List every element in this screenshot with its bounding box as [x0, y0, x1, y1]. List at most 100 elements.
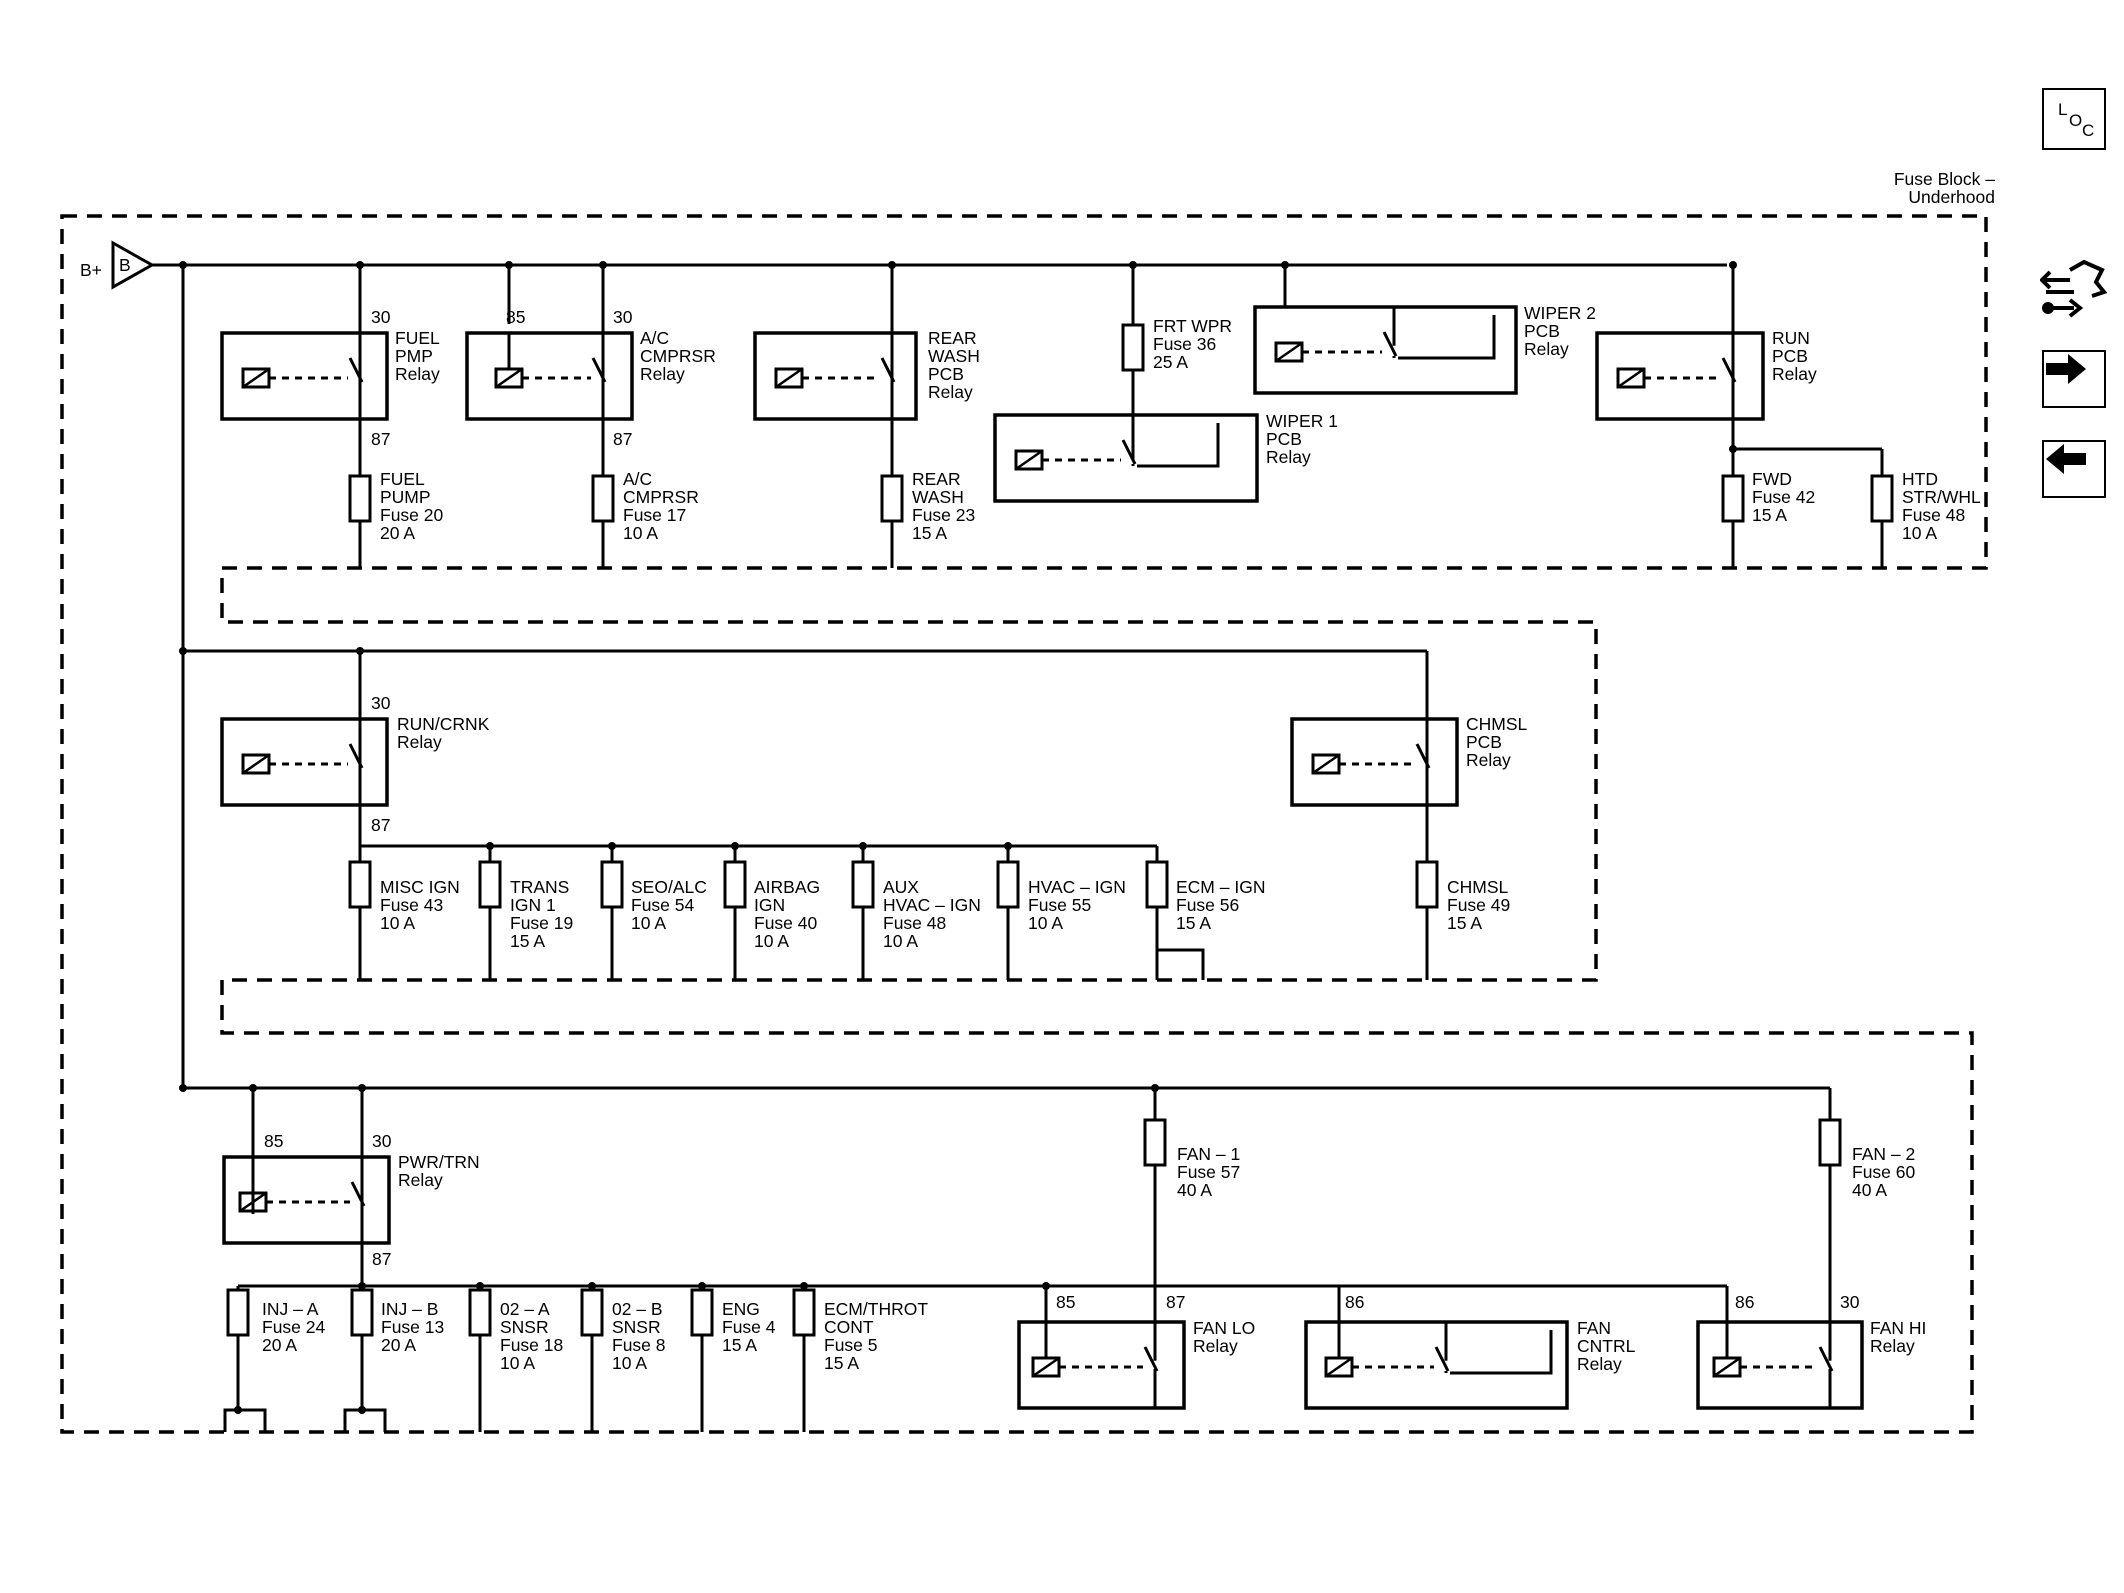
fuse-label: 10 A	[380, 913, 415, 933]
junction-dot	[731, 842, 739, 850]
fuse-label: 15 A	[722, 1335, 757, 1355]
loc-letter-c: C	[2082, 121, 2095, 140]
fuse-label: 40 A	[1177, 1180, 1212, 1200]
fuse-label: Fuse 48	[1902, 505, 1965, 525]
connector-tools-icon[interactable]	[2040, 252, 2110, 326]
fuse-label: Fuse 13	[381, 1317, 444, 1337]
junction-dot	[1129, 261, 1137, 269]
relay-label: A/C	[640, 328, 669, 348]
fuse-fuse-8	[580, 1288, 604, 1337]
relay-label: WIPER 2	[1524, 303, 1596, 323]
fuse-label: Fuse 17	[623, 505, 686, 525]
relay-fuel-pmp	[220, 331, 389, 421]
fuse-label: 25 A	[1153, 352, 1188, 372]
fuse-label: 10 A	[623, 523, 658, 543]
relay-label: Relay	[1524, 339, 1569, 359]
pin-label: 86	[1735, 1292, 1754, 1312]
fuse-label: HTD	[1902, 469, 1938, 489]
fuse-label: CONT	[824, 1317, 874, 1337]
relay-label: REAR	[928, 328, 977, 348]
junction-dot	[358, 1084, 366, 1092]
fuse-label: ENG	[722, 1299, 760, 1319]
fuse-label: Fuse 40	[754, 913, 817, 933]
fuse-label: INJ – A	[262, 1299, 319, 1319]
relay-label: Relay	[398, 1170, 443, 1190]
junction-dot	[234, 1406, 242, 1414]
previous-page-button[interactable]	[2042, 440, 2106, 498]
fuse-fuse-36	[1121, 323, 1145, 372]
pin-label: 87	[613, 429, 632, 449]
fuse-label: 10 A	[754, 931, 789, 951]
fuse-label: FAN – 1	[1177, 1144, 1240, 1164]
relay-label: RUN	[1772, 328, 1810, 348]
fuse-label: FAN – 2	[1852, 1144, 1915, 1164]
fuse-label: Fuse 48	[883, 913, 946, 933]
fuse-label: Fuse 55	[1028, 895, 1091, 915]
relay-label: WASH	[928, 346, 980, 366]
next-page-button[interactable]	[2042, 350, 2106, 408]
loc-letter-l: L	[2058, 100, 2068, 119]
junction-dot	[698, 1282, 706, 1290]
relay-rear-wash	[753, 331, 918, 421]
junction-dot	[859, 842, 867, 850]
relay-label: PMP	[395, 346, 433, 366]
fuse-label: Fuse 18	[500, 1335, 563, 1355]
pin-label: 30	[372, 1131, 392, 1151]
relay-label: Relay	[1870, 1336, 1915, 1356]
fuse-label: Fuse 19	[510, 913, 573, 933]
junction-dot	[1004, 842, 1012, 850]
fuse-label: Fuse 4	[722, 1317, 776, 1337]
location-button[interactable]: L O C	[2042, 88, 2106, 150]
arrow-left-icon	[2046, 444, 2086, 474]
fuse-label: 15 A	[1447, 913, 1482, 933]
relay-label: PCB	[1772, 346, 1808, 366]
relay-fan-cntrl	[1304, 1320, 1569, 1410]
fuse-label: Fuse 24	[262, 1317, 325, 1337]
relay-label: FAN	[1577, 1318, 1611, 1338]
fuse-label: 20 A	[380, 523, 415, 543]
fuse-label: Fuse 54	[631, 895, 694, 915]
fuse-label: MISC IGN	[380, 877, 460, 897]
fuse-label: 10 A	[631, 913, 666, 933]
fuse-label: HVAC – IGN	[883, 895, 981, 915]
relay-label: CMPRSR	[640, 346, 716, 366]
fuse-fuse-49	[1415, 860, 1439, 909]
relay-label: Relay	[397, 732, 442, 752]
arrow-right-icon	[2046, 354, 2086, 384]
pin-label: 30	[371, 307, 391, 327]
fuse-label: FUEL	[380, 469, 425, 489]
fuse-label: A/C	[623, 469, 652, 489]
fuse-label: IGN 1	[510, 895, 556, 915]
fuse-fuse-23	[880, 474, 904, 523]
fuse-label: STR/WHL	[1902, 487, 1981, 507]
junction-dot	[486, 842, 494, 850]
junction-dot	[1729, 261, 1737, 269]
junction-dot	[358, 1406, 366, 1414]
fuse-label: PUMP	[380, 487, 431, 507]
pin-label: 30	[1840, 1292, 1860, 1312]
fuse-label: 10 A	[1902, 523, 1937, 543]
fuse-fuse-54	[600, 860, 624, 909]
junction-dot	[356, 261, 364, 269]
junction-dot	[888, 261, 896, 269]
source-symbol: B+	[80, 260, 102, 280]
fuse-fuse-4	[690, 1288, 714, 1337]
junction-dot	[476, 1282, 484, 1290]
fuse-label: 20 A	[381, 1335, 416, 1355]
junction-dot	[356, 647, 364, 655]
relay-label: PCB	[1524, 321, 1560, 341]
relay-label: PCB	[928, 364, 964, 384]
fuse-label: HVAC – IGN	[1028, 877, 1126, 897]
fuse-label: 02 – A	[500, 1299, 550, 1319]
pin-label: 85	[1056, 1292, 1075, 1312]
fuse-label: SNSR	[500, 1317, 549, 1337]
junction-dot	[179, 261, 187, 269]
fuse-fuse-5	[792, 1288, 816, 1337]
relay-label: WIPER 1	[1266, 411, 1338, 431]
pin-label: 86	[1345, 1292, 1364, 1312]
pin-label: 87	[371, 815, 390, 835]
fuse-fuse-60	[1818, 1118, 1842, 1167]
fuse-label: ECM/THROT	[824, 1299, 928, 1319]
fuse-label: AIRBAG	[754, 877, 820, 897]
relay-ac-cmprsr	[465, 331, 634, 421]
